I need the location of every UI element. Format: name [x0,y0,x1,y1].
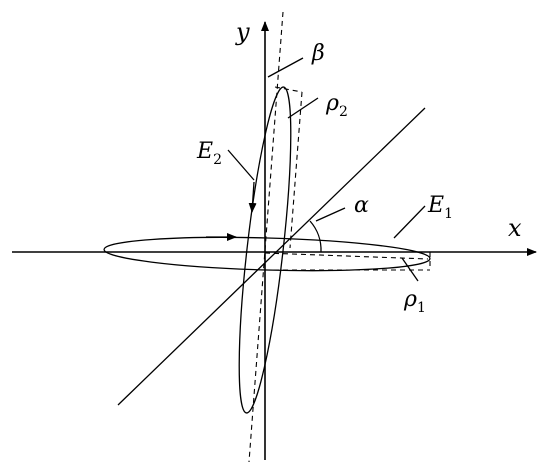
e2-major-axis-dashed [248,11,284,463]
beta-leader [267,57,304,78]
rho2-leader [287,97,319,119]
e2-sub: 2 [213,152,222,168]
alpha-leader [315,207,346,222]
e1-base: E [427,193,444,218]
e2-direction-arrow [248,181,257,213]
e2-base: E [196,139,213,164]
e2-leader [227,149,255,181]
e1-sub: 1 [444,206,453,222]
y-axis-label: y [235,18,250,46]
alpha-label: α [354,193,369,218]
e1-leader [393,205,426,239]
beta-label: β [311,41,325,66]
e2-dashed-box-top [274,86,303,93]
rho1-base: ρ [403,287,417,312]
rho2-base: ρ [325,91,339,116]
e2-dashed-box-right [289,91,303,249]
ellipse-e1 [103,236,431,272]
x-axis-label: x [508,214,522,242]
rho1-label: ρ1 [403,287,426,316]
rho1-leader [401,257,419,282]
diagonal-line [117,107,426,406]
rho2-sub: 2 [339,104,348,120]
ellipse-e2 [238,86,292,414]
rho1-sub: 1 [417,300,426,316]
e1-label: E1 [427,193,453,222]
rho2-label: ρ2 [325,91,348,120]
alpha-angle-arc [309,220,322,253]
e2-label: E2 [196,139,222,168]
e1-major-axis-dashed [264,252,429,260]
